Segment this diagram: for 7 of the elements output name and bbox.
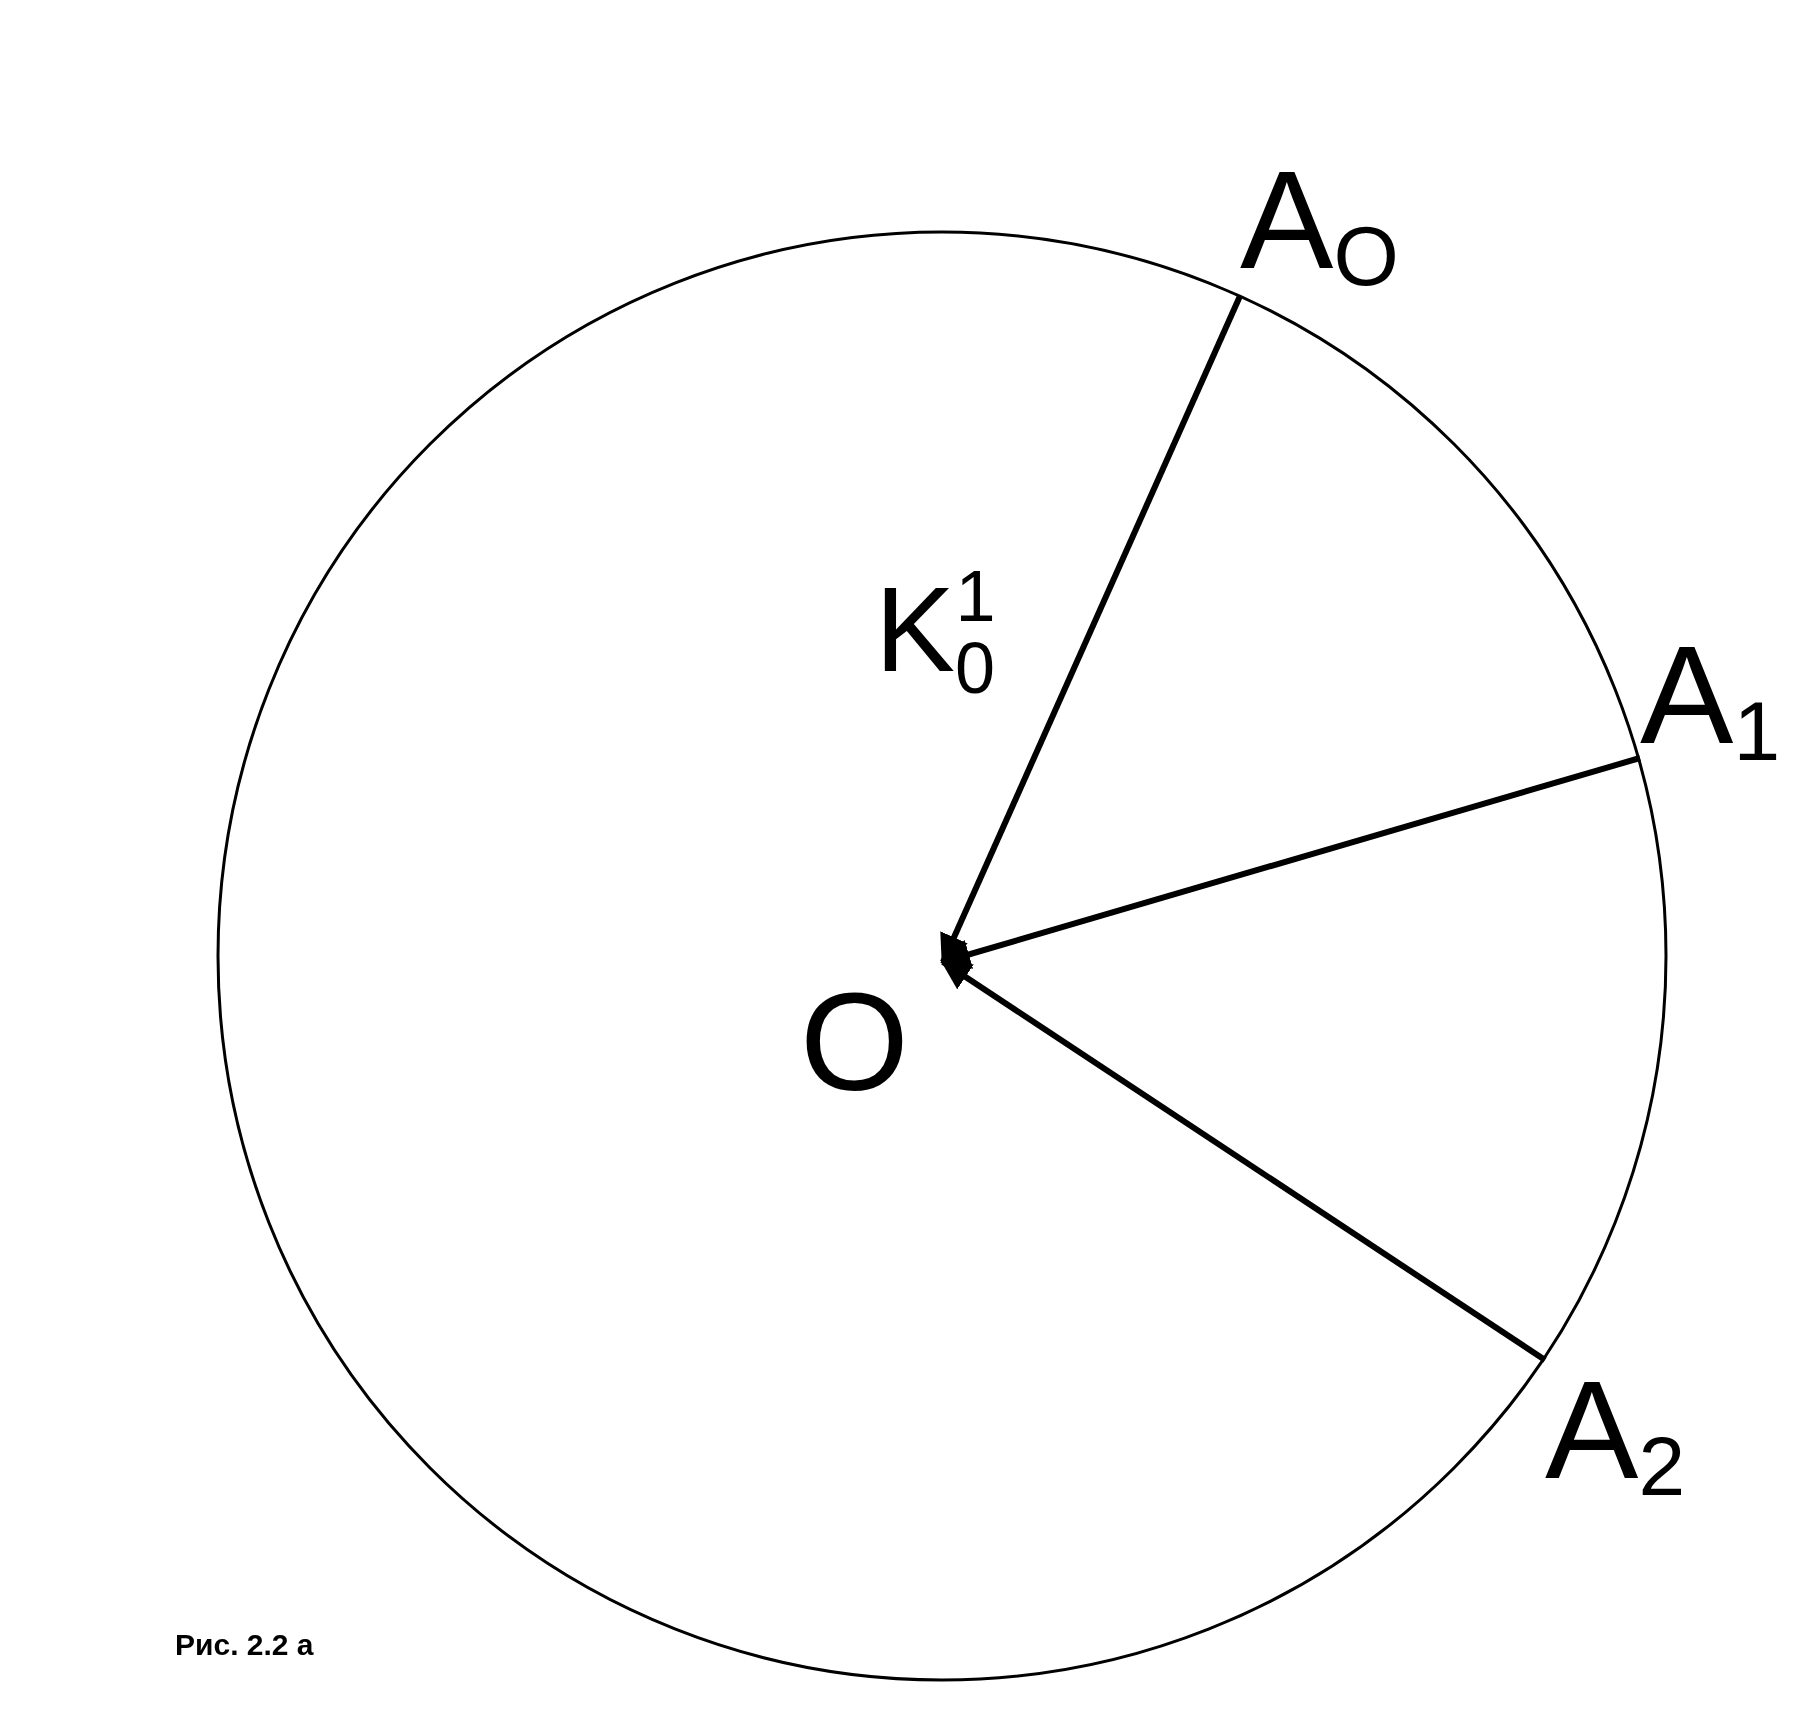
point-label: A$_{O}$: [1240, 150, 1399, 298]
point-label: A$_{2}$: [1545, 1360, 1686, 1508]
arrow: [940, 755, 1641, 969]
point-label: A$_{1}$: [1640, 625, 1781, 773]
figure-caption: Рис. 2.2 а: [175, 1628, 314, 1662]
point-label: O: [800, 972, 909, 1112]
arrow: [940, 959, 1547, 1363]
